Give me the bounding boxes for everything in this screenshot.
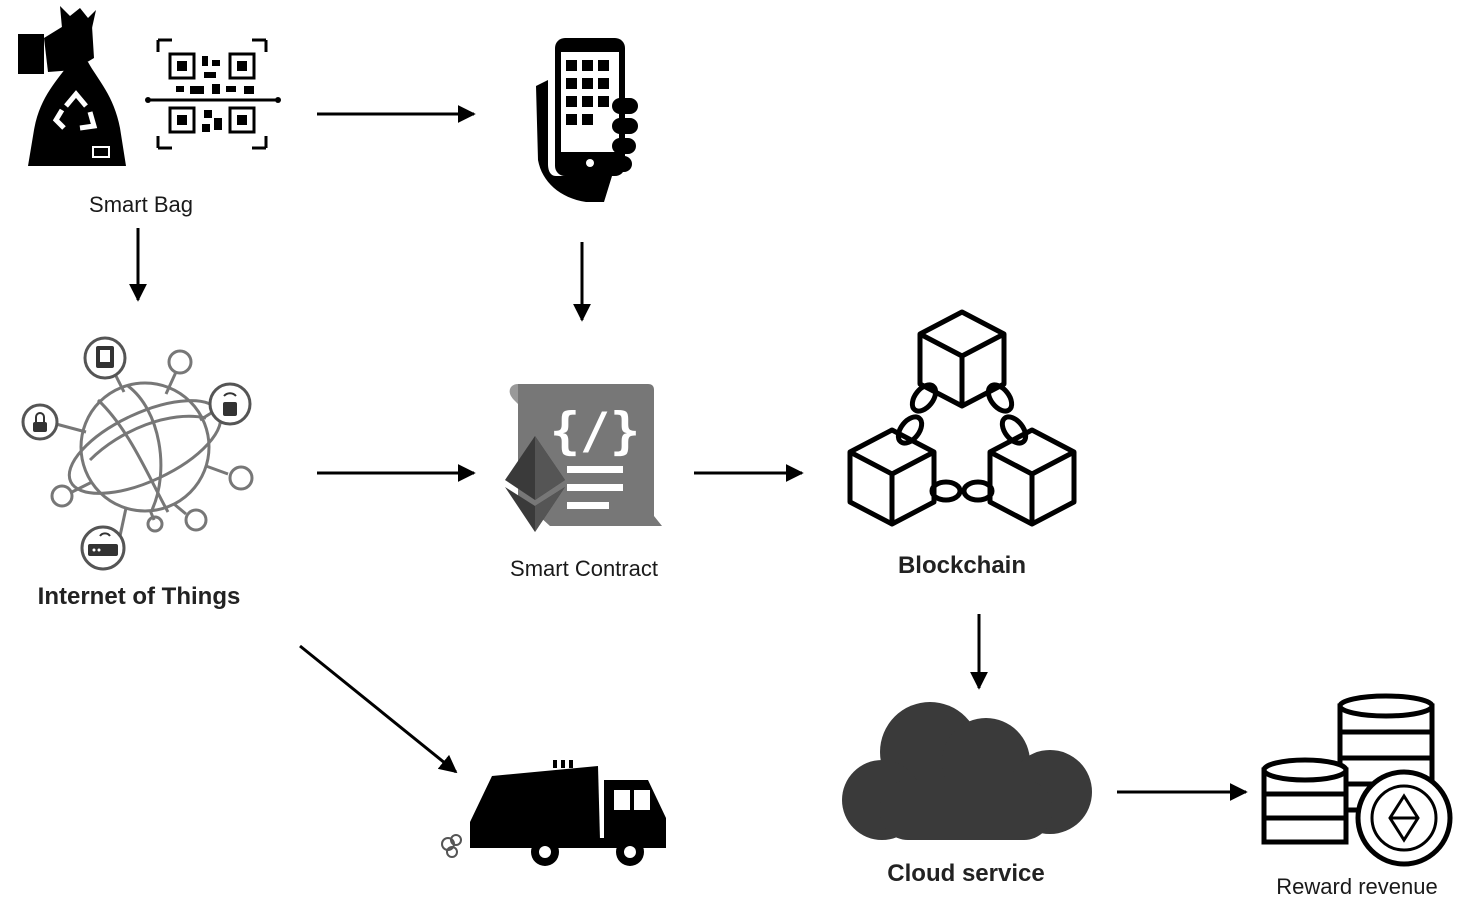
iot-device-icons (21, 336, 252, 571)
coin-stack-icon (1261, 693, 1453, 867)
iot-label: Internet of Things (38, 583, 241, 610)
node-truck (441, 760, 666, 866)
node-reward: Reward revenue (1261, 693, 1453, 899)
exhaust-smoke-icon (441, 834, 462, 858)
node-smart-contract: {/} Smart Contract (505, 384, 662, 581)
smart-contract-label: Smart Contract (510, 556, 658, 581)
svg-text:{/}: {/} (550, 402, 640, 460)
garbage-truck-icon (441, 760, 666, 866)
smart-bag-label: Smart Bag (89, 192, 193, 217)
blockchain-cubes-icon (847, 309, 1077, 527)
arrow-iot-to-truck (299, 644, 458, 774)
smart-bag-qr-icon (18, 6, 281, 166)
node-smartphone (536, 38, 638, 202)
node-cloud: Cloud service (842, 702, 1092, 887)
node-blockchain: Blockchain (847, 309, 1077, 579)
reward-label: Reward revenue (1276, 874, 1437, 899)
blockchain-label: Blockchain (898, 552, 1026, 579)
ethereum-contract-icon: {/} (505, 384, 662, 532)
cloud-icon (842, 702, 1092, 840)
cloud-label: Cloud service (887, 860, 1044, 887)
iot-network-icon (50, 349, 254, 537)
node-smart-bag: Smart Bag (18, 6, 281, 217)
node-iot: Internet of Things (21, 336, 254, 610)
edges (129, 105, 1248, 801)
smartphone-icon (536, 38, 638, 202)
